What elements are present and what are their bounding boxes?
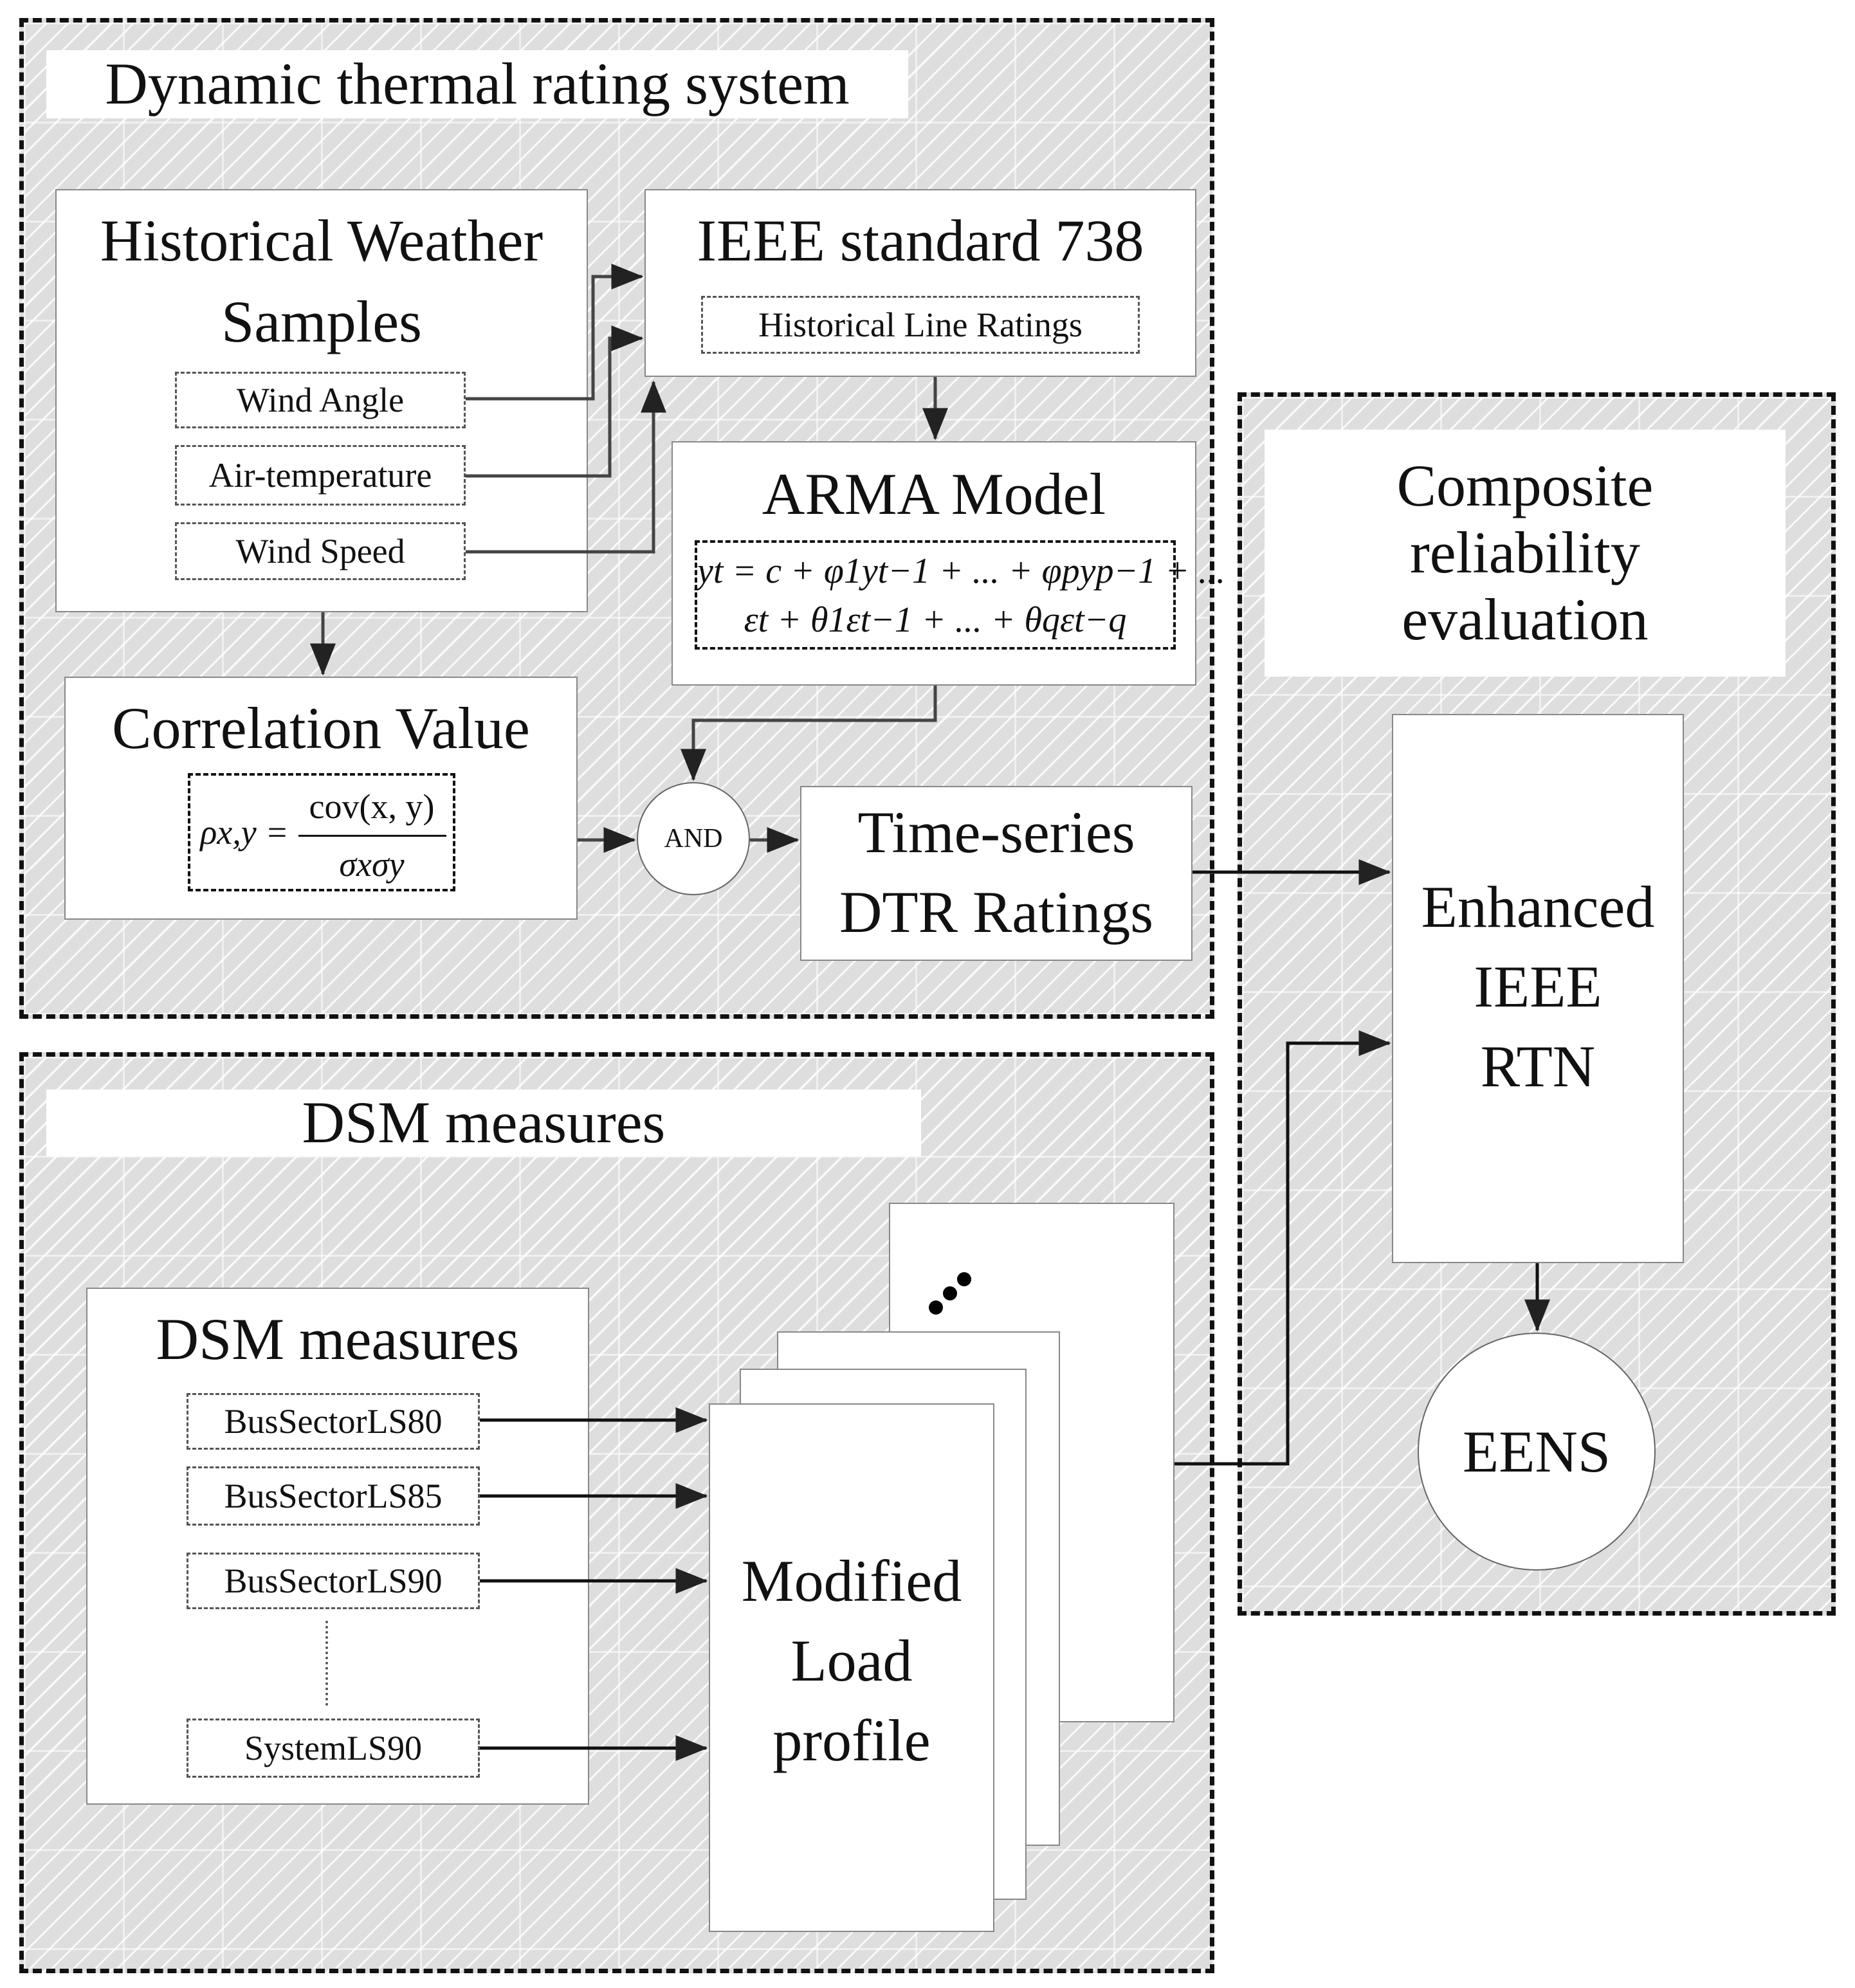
and-gate: AND bbox=[637, 782, 750, 895]
historical-weather-title-line2: Samples bbox=[221, 288, 422, 354]
timeseries-dtr-box bbox=[800, 786, 1192, 961]
fraction-bar bbox=[298, 835, 446, 837]
correlation-value-title: Correlation Value bbox=[112, 695, 530, 761]
correlation-formula: ρx,y = cov(x, y) σxσy bbox=[188, 773, 455, 891]
air-temperature-item: Air-temperature bbox=[175, 445, 466, 506]
arma-formula-line1: yt = c + φ1yt−1 + ... + φpyp−1 + ... bbox=[697, 551, 1226, 591]
vertical-ellipsis bbox=[325, 1621, 328, 1706]
modified-load-profile-line3: profile bbox=[772, 1707, 931, 1773]
eens-circle: EENS bbox=[1418, 1333, 1656, 1571]
arma-model-title: ARMA Model bbox=[762, 461, 1106, 527]
enhanced-ieee-rtn-line1: Enhanced bbox=[1421, 873, 1655, 940]
enhanced-ieee-rtn-line3: RTN bbox=[1480, 1033, 1596, 1099]
timeseries-dtr-line1: Time-series bbox=[857, 799, 1135, 865]
correlation-formula-numerator: cov(x, y) bbox=[309, 787, 435, 826]
composite-title-line3: evaluation bbox=[1402, 586, 1649, 652]
bussector-ls80-item: BusSectorLS80 bbox=[187, 1393, 480, 1450]
enhanced-ieee-rtn-box bbox=[1392, 714, 1684, 1263]
arma-formula: yt = c + φ1yt−1 + ... + φpyp−1 + ... εt … bbox=[695, 540, 1226, 650]
modified-load-profile-line2: Load bbox=[790, 1627, 913, 1693]
modified-load-profile-line1: Modified bbox=[741, 1547, 962, 1614]
composite-title-line1: Composite bbox=[1396, 453, 1654, 519]
more-sheets-dots bbox=[929, 1267, 987, 1318]
arma-formula-line2: εt + θ1εt−1 + ... + θqεt−q bbox=[744, 600, 1127, 640]
correlation-formula-lhs: ρx,y = bbox=[200, 812, 289, 852]
wind-angle-item: Wind Angle bbox=[175, 372, 466, 428]
dsm-panel-title: DSM measures bbox=[46, 1090, 921, 1156]
dtr-panel-title: Dynamic thermal rating system bbox=[46, 50, 908, 118]
ieee-738-title: IEEE standard 738 bbox=[697, 207, 1144, 273]
historical-line-ratings-item: Historical Line Ratings bbox=[701, 296, 1140, 354]
wind-speed-item: Wind Speed bbox=[175, 522, 466, 580]
bussector-ls85-item: BusSectorLS85 bbox=[187, 1466, 480, 1526]
correlation-formula-denominator: σxσy bbox=[339, 844, 405, 884]
modified-load-profile-sheet bbox=[709, 1403, 994, 1932]
eens-label: EENS bbox=[1463, 1419, 1611, 1484]
historical-weather-title-line1: Historical Weather bbox=[100, 207, 544, 273]
system-ls90-item: SystemLS90 bbox=[187, 1719, 480, 1778]
composite-title-line2: reliability bbox=[1410, 520, 1640, 586]
dsm-measures-box-title: DSM measures bbox=[156, 1306, 520, 1372]
timeseries-dtr-line2: DTR Ratings bbox=[839, 879, 1154, 945]
bussector-ls90-item: BusSectorLS90 bbox=[187, 1553, 480, 1609]
composite-panel-title: Composite reliability evaluation bbox=[1265, 430, 1786, 677]
and-gate-label: AND bbox=[664, 824, 723, 853]
enhanced-ieee-rtn-line2: IEEE bbox=[1474, 953, 1602, 1019]
